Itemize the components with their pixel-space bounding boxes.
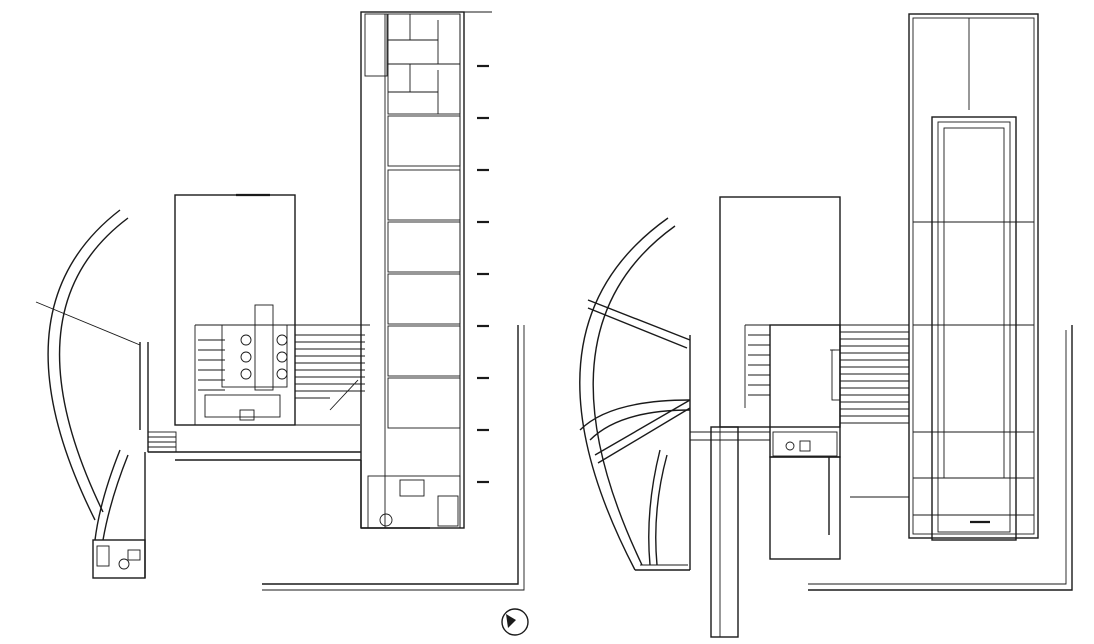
east-hall-right: [908, 13, 1039, 541]
curved-wing-left: [35, 209, 149, 579]
plan-left: [35, 11, 525, 591]
central-block-left: [174, 193, 370, 426]
central-block-right: [719, 196, 909, 560]
corridor-left: [147, 431, 430, 529]
entry-path-right: [690, 426, 770, 638]
column-marks-left: [477, 64, 489, 484]
site-boundary-right: [808, 325, 1073, 591]
curved-wing-right: [579, 217, 691, 571]
site-boundary-left: [262, 325, 525, 591]
plan-right: [579, 13, 1073, 638]
east-wing-left: [360, 11, 492, 529]
north-arrow-icon: [501, 608, 529, 636]
